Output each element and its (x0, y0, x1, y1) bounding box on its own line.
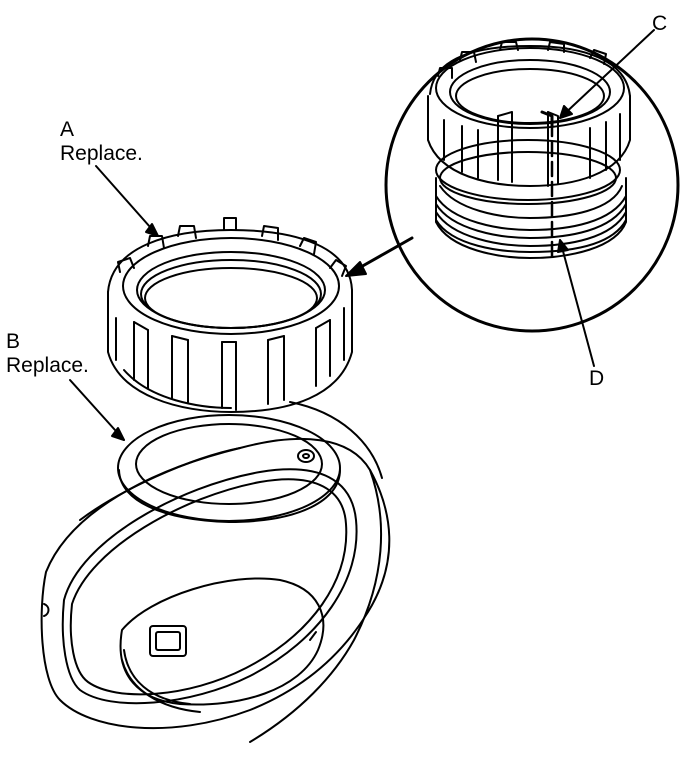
detail-inset (386, 39, 678, 331)
callout-a: A Replace. (60, 118, 143, 166)
callout-d: D (589, 367, 604, 391)
callout-d-letter: D (589, 367, 605, 390)
callout-c-letter: C (652, 12, 668, 35)
callout-c: C (652, 12, 667, 36)
leader-b (70, 380, 124, 440)
callout-b-note: Replace. (6, 354, 89, 377)
seal-ring-b (118, 415, 340, 522)
callout-a-note: Replace. (60, 142, 143, 165)
leader-d (558, 240, 594, 366)
fuel-tank-opening (42, 402, 390, 742)
callout-b: B Replace. (6, 330, 89, 378)
callout-b-letter: B (6, 330, 21, 353)
lock-ring-a (108, 218, 352, 412)
leader-c (560, 30, 654, 118)
detail-pointer-arrow (346, 238, 412, 276)
callout-a-letter: A (60, 118, 75, 141)
leader-a (96, 166, 158, 236)
